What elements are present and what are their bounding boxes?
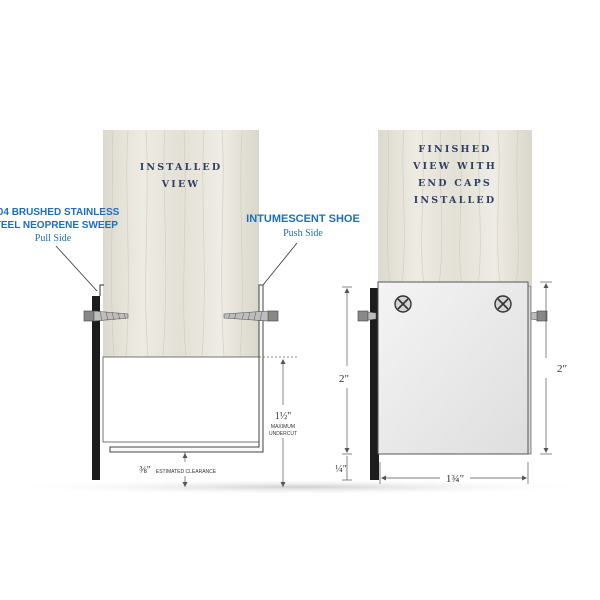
left-height-arrow-top <box>344 288 350 293</box>
callout-sweep-line1: #304 BRUSHED STAINLESS <box>0 207 120 218</box>
left-height-arrow-bottom <box>344 448 350 453</box>
callout-shoe-side: Push Side <box>283 228 323 239</box>
end-cap-screw-left-icon <box>394 295 412 313</box>
clearance-arrow-top <box>182 453 188 458</box>
right-wood-grain <box>387 129 519 286</box>
width-arrow-right <box>522 475 527 481</box>
right-height-arrow-bottom <box>543 448 549 453</box>
callout-shoe-line1: INTUMESCENT SHOE <box>246 213 360 225</box>
width-dim-value: 1¾" <box>446 473 464 485</box>
clearance-dim-value: ⅜" <box>139 465 151 476</box>
right-screw-icon <box>223 310 279 322</box>
undercut-arrow-top <box>280 359 286 364</box>
callout-shoe-leader <box>262 242 298 286</box>
left-screw-icon <box>83 310 129 322</box>
left-height-dim-value: 2" <box>339 373 349 385</box>
undercut-dim-note2: UNDERCUT <box>269 431 297 437</box>
left-door-slab <box>103 130 259 357</box>
left-wood-grain <box>111 129 243 358</box>
right-panel-left-screw-icon <box>357 310 377 322</box>
undercut-dim-note1: MAXIMUM <box>271 424 295 430</box>
undercut-arrow-bottom <box>280 482 286 487</box>
undercut-dim-value: 1½" <box>275 411 292 422</box>
right-height-dim-value: 2" <box>557 363 567 375</box>
callout-sweep-side: Pull Side <box>35 233 72 244</box>
right-panel-finished-view: FINISHED VIEW WITH END CAPS INSTALLED 2"… <box>335 129 567 485</box>
width-arrow-left <box>381 475 386 481</box>
left-undercut-area <box>102 356 260 443</box>
callout-sweep-line2: STEEL NEOPRENE SWEEP <box>0 220 118 231</box>
right-title-line1: FINISHED <box>418 144 491 155</box>
clearance-arrow-bottom <box>182 482 188 487</box>
right-height-arrow-top <box>543 283 549 288</box>
right-panel-right-screw-icon <box>530 310 548 322</box>
right-title-line4: INSTALLED <box>414 195 497 206</box>
callout-sweep-leader <box>55 245 98 292</box>
left-title-line2: VIEW <box>161 179 201 190</box>
right-title-line2: VIEW WITH <box>412 161 497 172</box>
sweep-bracket <box>99 284 104 296</box>
end-cap-screw-right-icon <box>494 295 512 313</box>
right-title-line3: END CAPS <box>418 178 492 189</box>
neoprene-sweep-strip <box>92 296 100 480</box>
floor-shadow <box>0 479 600 495</box>
right-sweep-strip <box>370 288 379 480</box>
left-panel-installed-view: INSTALLED VIEW #304 BRUSHED STAINLESS ST… <box>0 129 360 487</box>
clearance-dim-note: ESTIMATED CLEARANCE <box>156 469 217 475</box>
quarter-dim-value: ¼" <box>335 464 347 475</box>
left-title-line1: INSTALLED <box>140 162 223 173</box>
